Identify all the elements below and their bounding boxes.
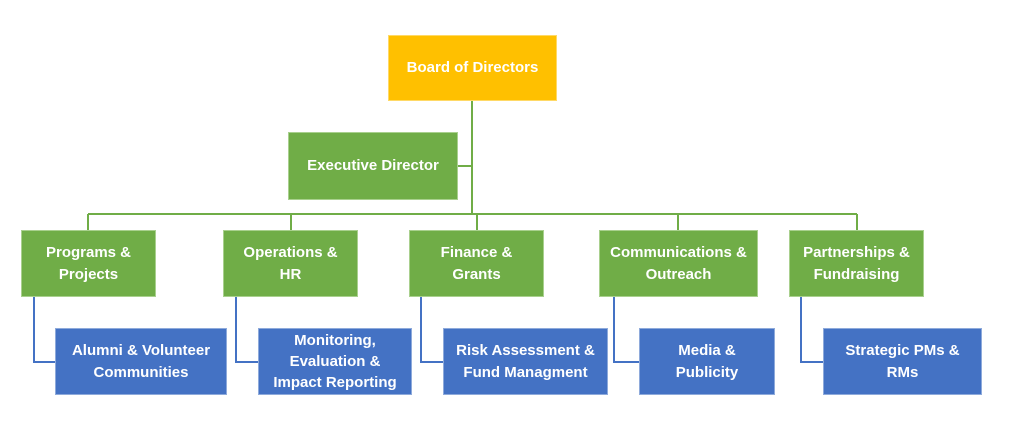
sub-connector-3 <box>420 297 443 363</box>
department-label: Partnerships & Fundraising <box>803 243 910 283</box>
department-box-operations: Operations & HR <box>223 230 358 297</box>
board-label: Board of Directors <box>406 59 539 76</box>
sub-connector-2 <box>235 297 258 363</box>
sub-connector-4 <box>613 297 639 363</box>
department-box-partnerships: Partnerships & Fundraising <box>789 230 924 297</box>
department-box-communications: Communications & Outreach <box>599 230 758 297</box>
sub-unit-box-risk: Risk Assessment & Fund Managment <box>443 328 608 395</box>
sub-unit-label: Risk Assessment & Fund Managment <box>456 341 595 381</box>
board-of-directors-box: Board of Directors <box>388 35 557 101</box>
sub-connector-5 <box>800 297 823 363</box>
sub-unit-box-strategic: Strategic PMs & RMs <box>823 328 982 395</box>
sub-unit-label: Strategic PMs & RMs <box>845 341 960 381</box>
department-box-programs: Programs & Projects <box>21 230 156 297</box>
sub-unit-box-monitoring: Monitoring, Evaluation & Impact Reportin… <box>258 328 412 395</box>
department-label: Communications & Outreach <box>610 243 747 283</box>
department-label: Operations & HR <box>243 243 338 283</box>
executive-label: Executive Director <box>307 157 439 174</box>
sub-unit-label: Media & Publicity <box>675 341 739 381</box>
sub-unit-label: Monitoring, Evaluation & Impact Reportin… <box>273 332 397 391</box>
executive-director-box: Executive Director <box>288 132 458 200</box>
sub-unit-box-alumni: Alumni & Volunteer Communities <box>55 328 227 395</box>
sub-unit-box-media: Media & Publicity <box>639 328 775 395</box>
department-label: Finance & Grants <box>440 243 513 283</box>
sub-connector-1 <box>33 297 55 363</box>
department-label: Programs & Projects <box>45 243 132 283</box>
department-box-finance: Finance & Grants <box>409 230 544 297</box>
sub-unit-label: Alumni & Volunteer Communities <box>71 341 211 381</box>
